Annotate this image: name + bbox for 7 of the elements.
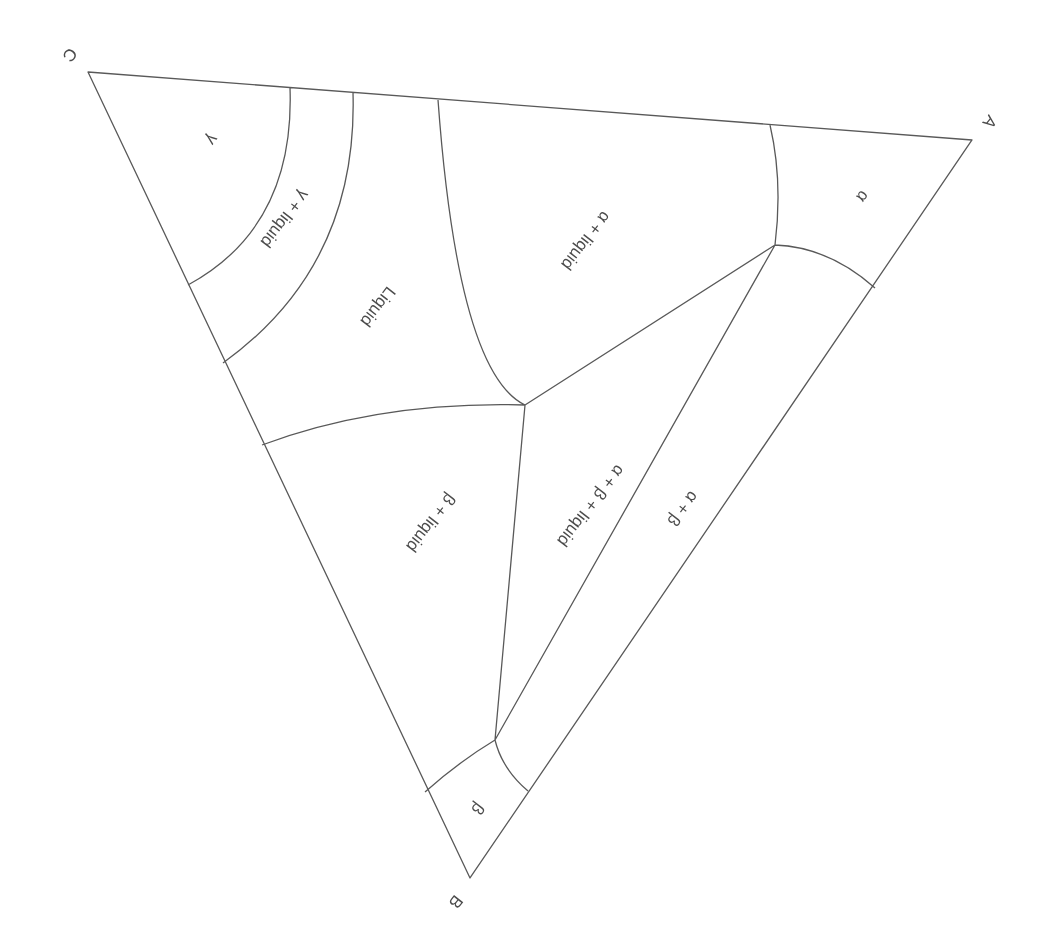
region-label: β bbox=[472, 800, 485, 815]
vertex-label: C bbox=[63, 49, 76, 62]
region-label: α bbox=[855, 191, 867, 203]
region-label: α + β bbox=[668, 491, 696, 526]
vertex-label: A bbox=[981, 113, 996, 127]
region-label: γ bbox=[205, 132, 218, 146]
vertex-label: B bbox=[449, 895, 464, 908]
